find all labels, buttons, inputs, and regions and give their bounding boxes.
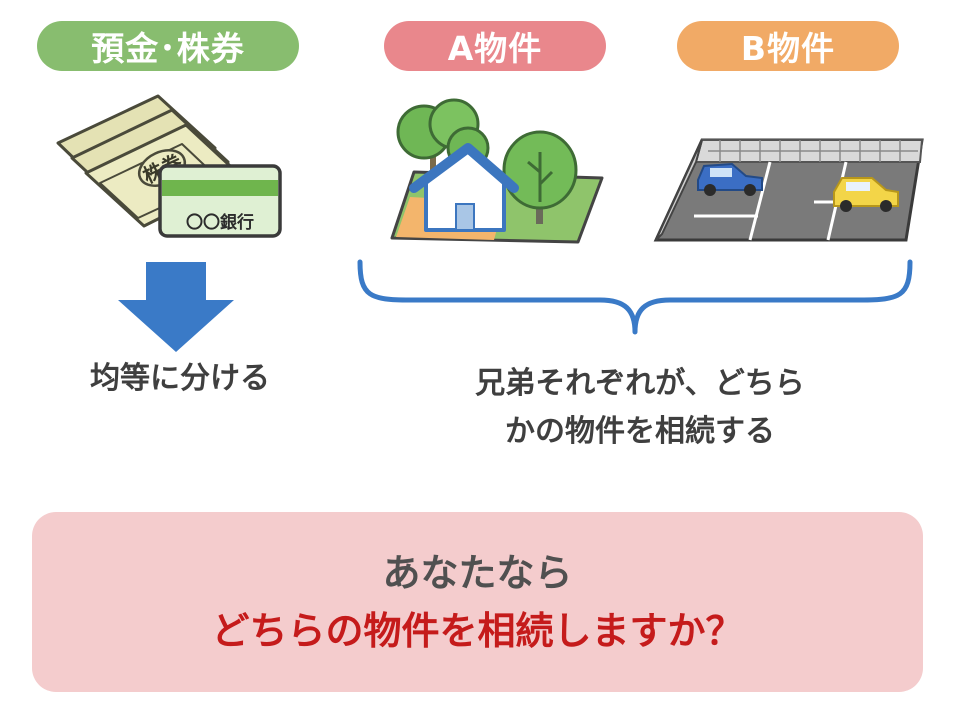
bankbook-text: 〇〇銀行 — [186, 212, 254, 233]
savings-illustration: 株券 〇〇銀行 — [56, 94, 282, 238]
caption-split-evenly: 均等に分ける — [90, 361, 270, 396]
caption-inherit-line1: 兄弟それぞれが、どちら — [475, 366, 805, 401]
house-icon — [409, 143, 519, 232]
question-main: どちらの物件を相続しますか？ — [211, 609, 744, 653]
down-arrow-icon — [118, 262, 234, 352]
question-intro: あなたなら — [382, 551, 573, 595]
question-box: あなたなら どちらの物件を相続しますか？ — [32, 512, 923, 692]
parking-lot-illustration — [653, 138, 924, 242]
caption-inherit-property: 兄弟それぞれが、どちら かの物件を相続する — [380, 360, 900, 456]
house-illustration — [390, 98, 604, 244]
property-b-label: B物件 — [677, 21, 899, 71]
car-icon — [833, 177, 899, 212]
tree-icon — [396, 98, 490, 186]
curly-brace-icon — [357, 259, 913, 335]
caption-inherit-line2: かの物件を相続する — [505, 414, 775, 449]
savings-label: 預金･株券 — [37, 21, 299, 71]
tree-icon — [502, 130, 578, 224]
property-a-label: A物件 — [384, 21, 606, 71]
car-icon — [697, 162, 763, 196]
bankbook-icon: 〇〇銀行 — [158, 164, 282, 238]
